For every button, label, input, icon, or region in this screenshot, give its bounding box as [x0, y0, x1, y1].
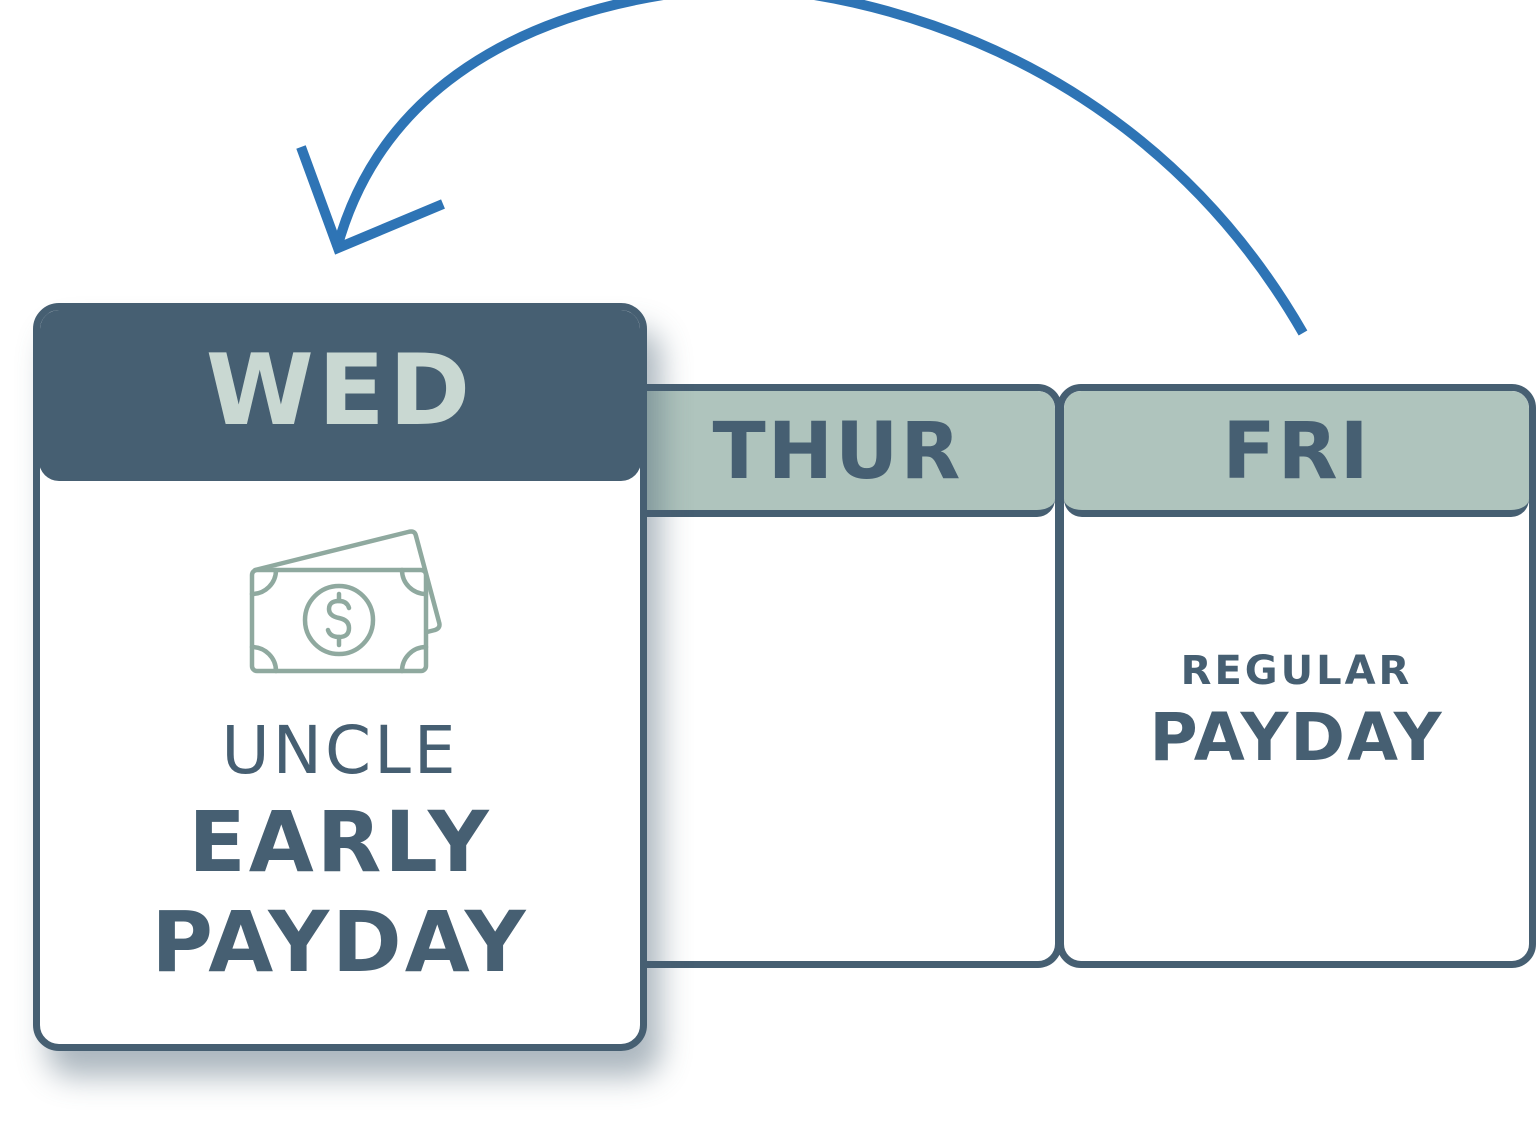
wed-day-label: WED	[205, 334, 475, 448]
thur-day-label: THUR	[712, 406, 963, 497]
fri-header: FRI	[1064, 391, 1529, 517]
wed-card: WED UNCLE EARLY PAYDAY	[33, 303, 647, 1051]
money-bill-icon	[249, 529, 442, 674]
wed-header: WED	[40, 310, 640, 481]
fri-card: FRI REGULAR PAYDAY	[1057, 384, 1536, 968]
thur-header: THUR	[620, 391, 1055, 517]
wed-payday-label: PAYDAY	[151, 893, 529, 991]
fri-payday-label: PAYDAY	[1149, 699, 1444, 776]
fri-day-label: FRI	[1222, 406, 1371, 497]
wed-text-block: UNCLE EARLY PAYDAY	[40, 712, 640, 991]
thur-card: THUR	[620, 384, 1062, 968]
fri-regular-label: REGULAR	[1180, 648, 1413, 694]
fri-body: REGULAR PAYDAY	[1064, 651, 1529, 771]
wed-early-label: EARLY	[188, 793, 492, 891]
wed-uncle-label: UNCLE	[221, 712, 459, 789]
